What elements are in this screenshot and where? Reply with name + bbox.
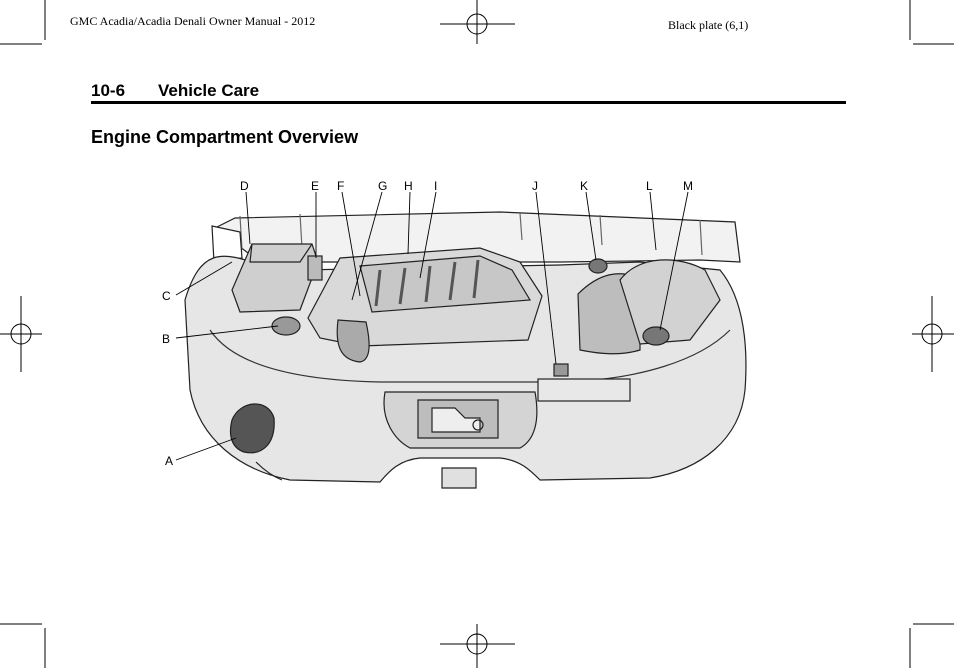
- section-heading: 10-6 Vehicle Care: [91, 81, 259, 101]
- callout-L: L: [646, 179, 653, 193]
- page-title: Engine Compartment Overview: [91, 127, 359, 147]
- section-number: 10-6: [91, 81, 126, 100]
- callout-F: F: [337, 179, 344, 193]
- callout-C: C: [162, 289, 171, 303]
- callout-A: A: [165, 454, 173, 468]
- engine-compartment-illustration: D E F G H I J K L M C B A: [162, 179, 747, 489]
- callout-J: J: [532, 179, 538, 193]
- callout-E: E: [311, 179, 319, 193]
- section-name: Vehicle Care: [158, 81, 260, 100]
- callout-D: D: [240, 179, 249, 193]
- section-rule: [91, 101, 846, 104]
- callout-H: H: [404, 179, 413, 193]
- plate-label: Black plate (6,1): [668, 18, 749, 32]
- callout-M: M: [683, 179, 693, 193]
- callout-G: G: [378, 179, 387, 193]
- manual-title: GMC Acadia/Acadia Denali Owner Manual - …: [70, 14, 316, 28]
- callout-K: K: [580, 179, 588, 193]
- callout-B: B: [162, 332, 170, 346]
- callout-I: I: [434, 179, 437, 193]
